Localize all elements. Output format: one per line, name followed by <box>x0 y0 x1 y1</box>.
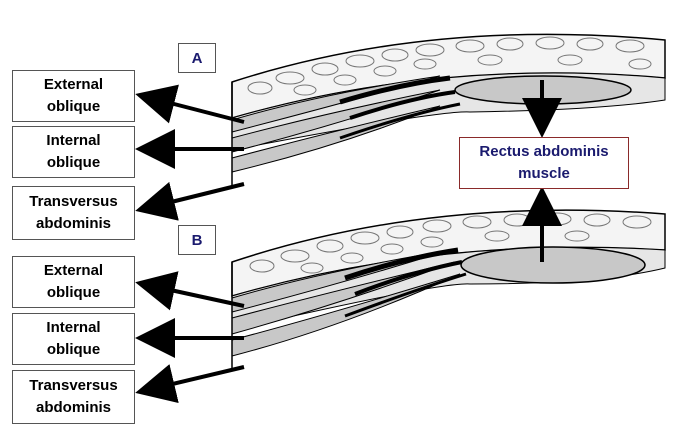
panel-a-tag: A <box>178 43 216 73</box>
panel-a-transversus-abdominis-label: Transversus abdominis <box>12 186 135 240</box>
rectus-abdominis-label: Rectus abdominis muscle <box>459 137 629 189</box>
panel-b-tag: B <box>178 225 216 255</box>
panel-b-cross-section <box>231 209 666 368</box>
panel-b-rectus-muscle <box>460 246 646 284</box>
panel-a-internal-oblique-label: Internal oblique <box>12 126 135 178</box>
panel-b-external-oblique-label: External oblique <box>12 256 135 308</box>
panel-b-internal-oblique-label: Internal oblique <box>12 313 135 365</box>
panel-b-transversus-abdominis-label: Transversus abdominis <box>12 370 135 424</box>
panel-a-external-oblique-label: External oblique <box>12 70 135 122</box>
label-arrows <box>135 80 562 404</box>
